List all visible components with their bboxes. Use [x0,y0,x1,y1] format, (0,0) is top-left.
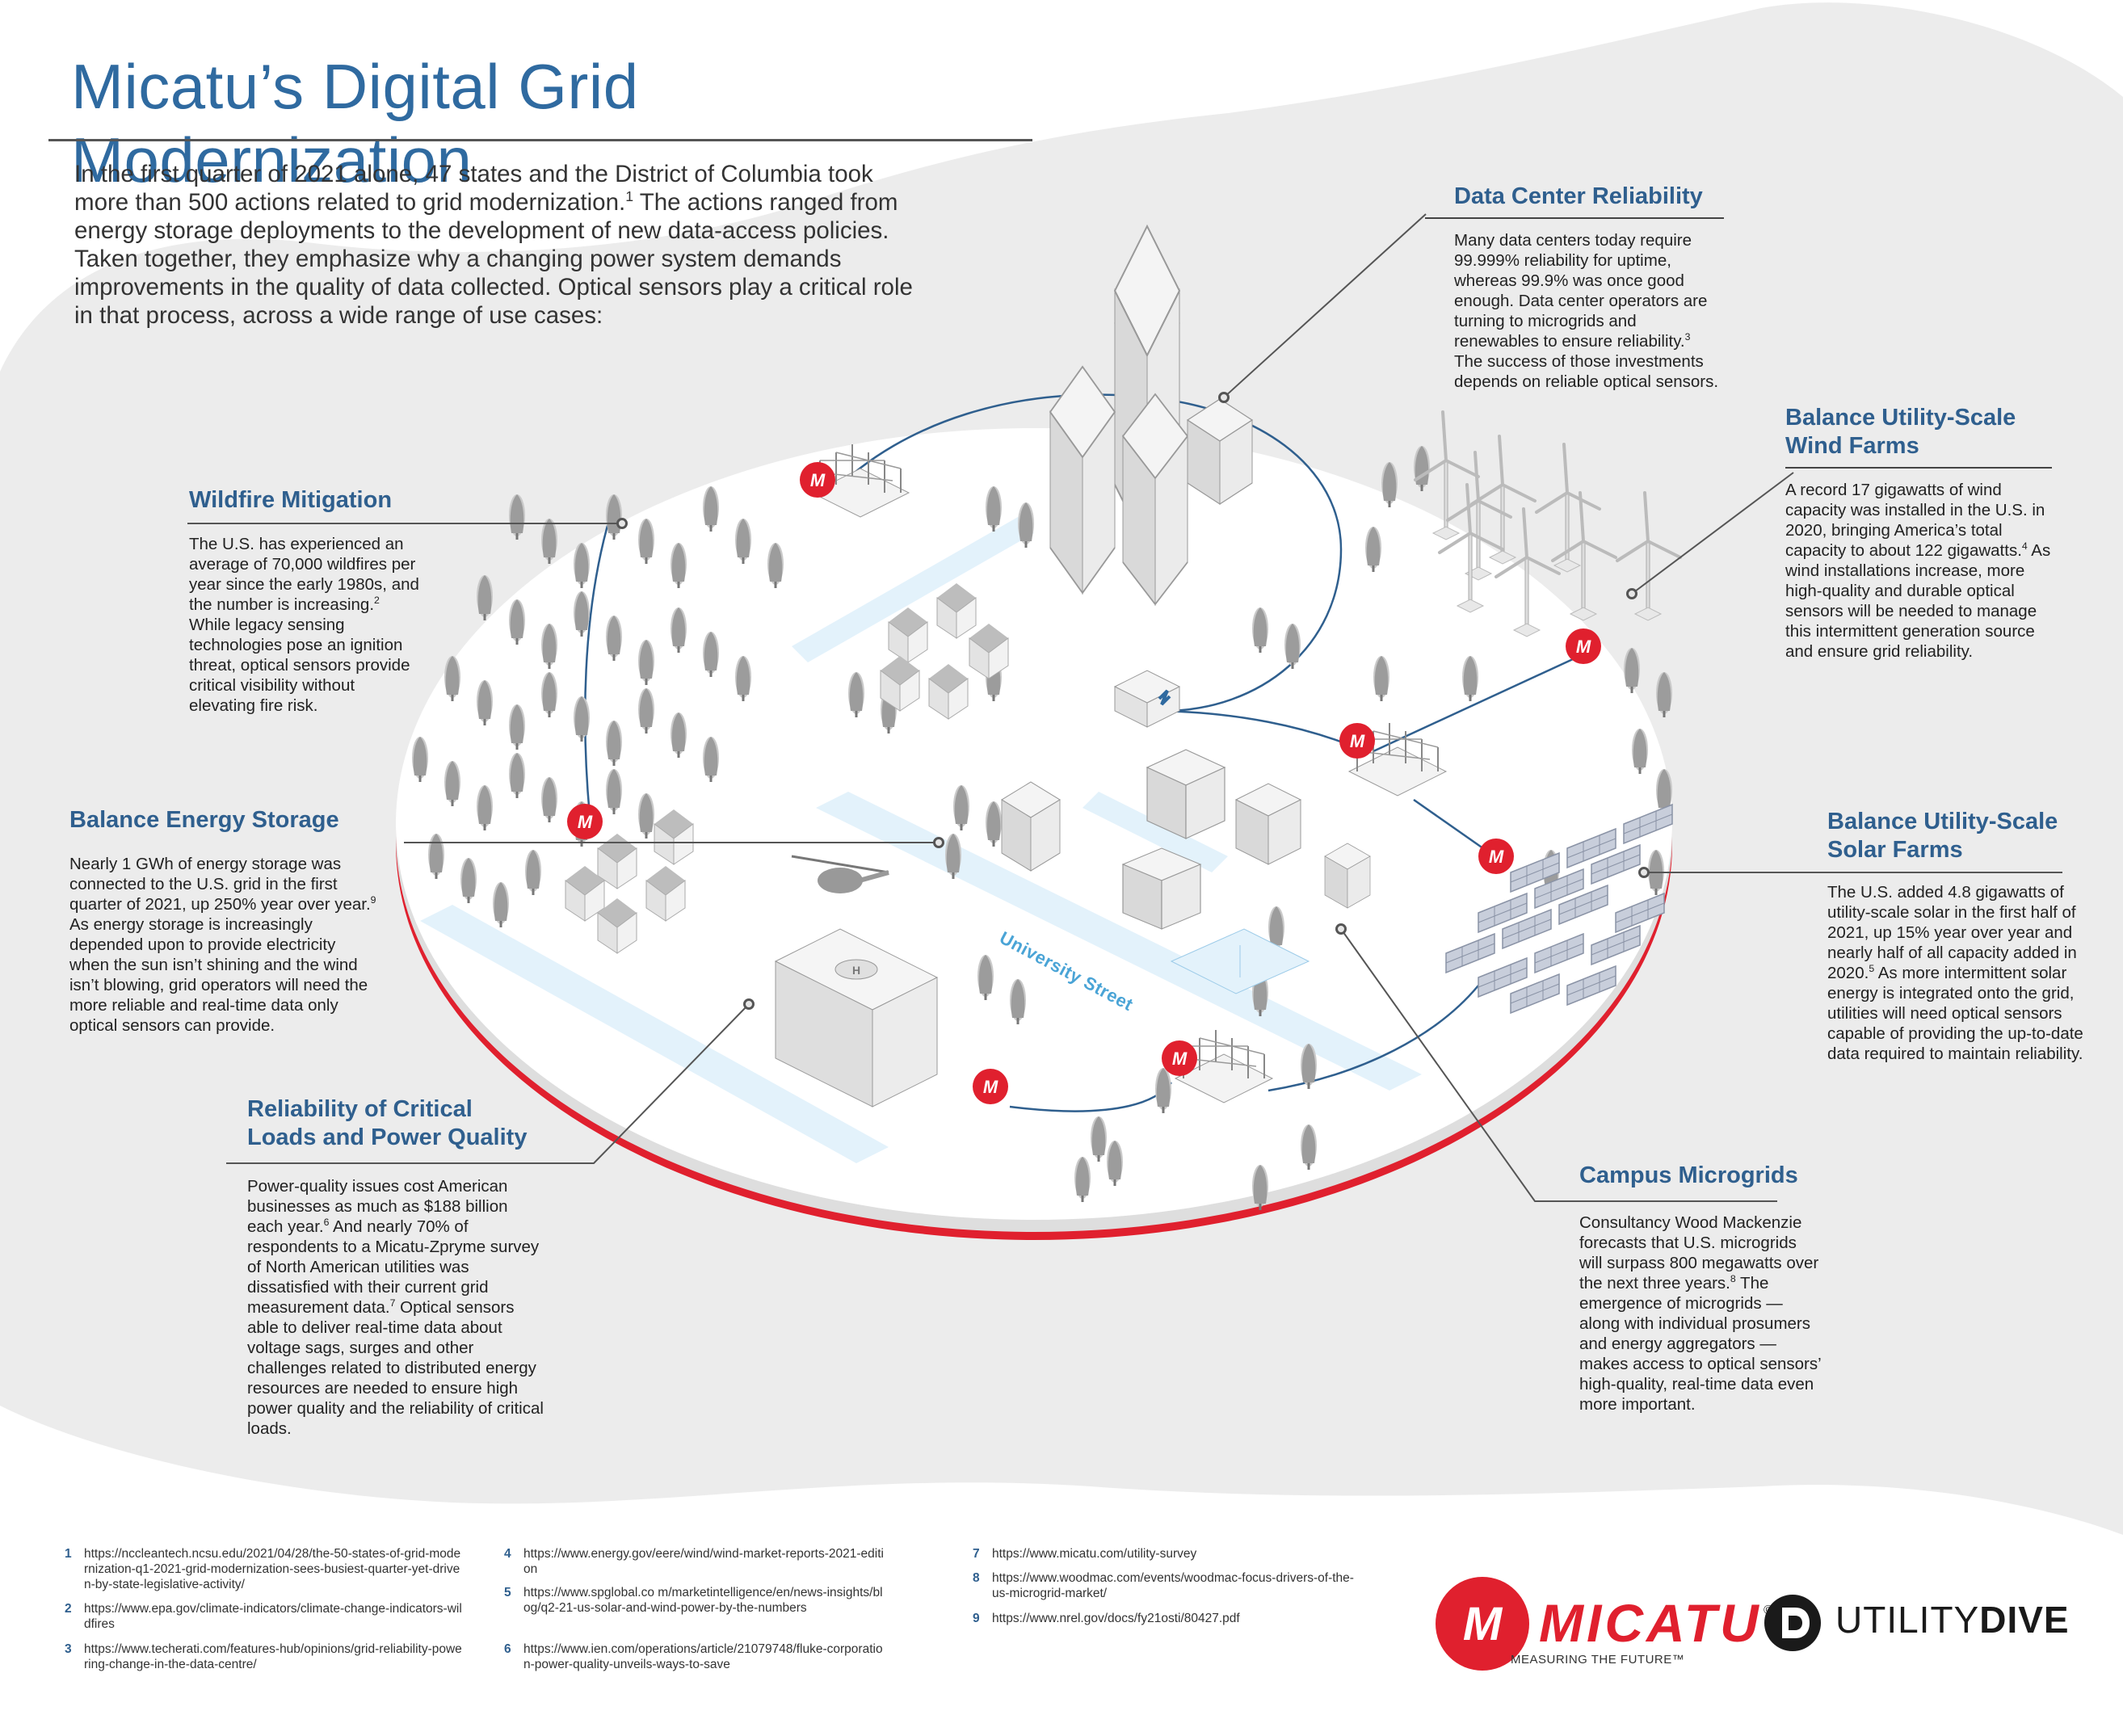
page-title: Micatu’s Digital Grid Modernization [71,51,639,195]
hospital: H [774,928,939,1108]
section-title: Campus Microgrids [1579,1162,1798,1188]
section-microgrids: Campus Microgrids Consultancy Wood Macke… [1579,1162,1822,1414]
node-pin-wind [1626,588,1637,599]
section-title: Wildfire Mitigation [189,487,393,513]
section-body: Nearly 1 GWh of energy storage was conne… [69,855,376,1035]
node-pin-microgrids [1335,923,1347,935]
section-title: Data Center Reliability [1454,183,1703,209]
node-pin-critical-loads [743,998,755,1010]
micatu-logo[interactable]: M MICATU © [1434,1575,1789,1672]
section-rule [1785,467,2052,469]
section-body: The U.S. has experienced an average of 7… [189,535,419,715]
node-pin-solar [1638,867,1650,878]
section-data-center: Data Center Reliability Many data center… [1425,183,1724,392]
micatu-tagline: MEASURING THE FUTURE™ [1511,1653,1685,1667]
node-pin-data-center [1218,392,1230,403]
section-rule [1425,217,1724,219]
section-title: Balance Energy Storage [69,807,339,833]
title-divider [48,139,1032,141]
section-body: Consultancy Wood Mackenzie forecasts tha… [1579,1213,1821,1414]
utility-dive-wordmark[interactable]: UTILITYDIVE [1835,1599,2070,1641]
section-body: Power-quality issues cost American busin… [247,1177,544,1438]
section-body: A record 17 gigawatts of wind capacity w… [1785,481,2051,661]
node-pin-wildfire [616,518,628,529]
section-body: The U.S. added 4.8 gigawatts of utility-… [1827,883,2083,1063]
section-wildfire: Wildfire Mitigation The U.S. has experie… [189,486,423,716]
campus-buildings [1001,749,1371,994]
helicopter [791,855,889,893]
micatu-wordmark: MICATU [1539,1593,1762,1653]
leader-lines [187,213,2062,1202]
section-body: Many data centers today require 99.999% … [1454,231,1719,391]
section-energy-storage: Balance Energy Storage Nearly 1 GWh of e… [69,806,376,1036]
roads [420,517,1422,1163]
utility-dive-icon[interactable] [1763,1593,1822,1653]
svg-text:H: H [852,964,860,977]
substations [811,443,1447,1103]
node-pin-storage [933,837,944,848]
intro-paragraph: In the first quarter of 2021 alone, 47 s… [74,161,913,329]
micatu-logo-mark: M [1463,1598,1503,1650]
